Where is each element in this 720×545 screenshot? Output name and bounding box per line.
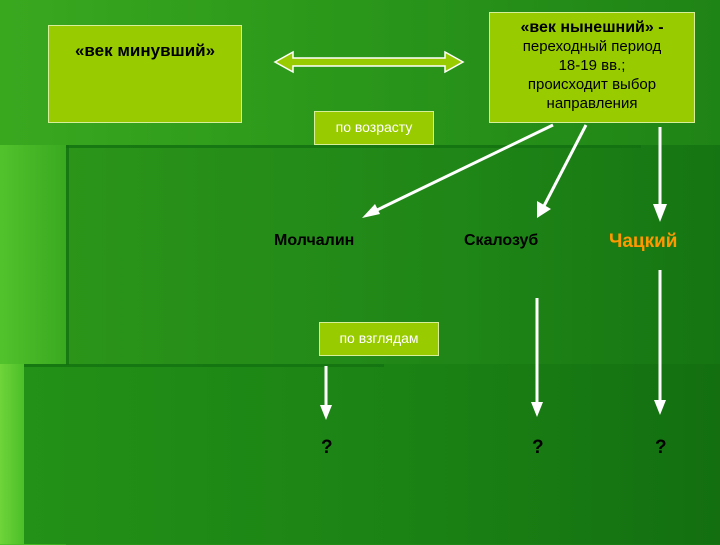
arrow-down-chatsky-icon [654,270,666,415]
by-views-label: по взглядам [319,322,439,356]
present-century-title: «век нынешний» - [520,19,664,36]
past-century-box: «век минувший» [48,25,242,123]
double-arrow-icon [273,50,465,74]
present-century-line-2: 18-19 вв.; [558,57,626,74]
past-century-label: «век минувший» [74,41,216,60]
by-age-label: по возрасту [314,111,434,145]
character-molchalin: Молчалин [274,232,355,249]
unknown-chatsky: ? [655,437,667,458]
present-century-line-1: переходный период [522,38,662,55]
arrow-to-chatsky-icon [653,127,667,222]
arrow-to-molchalin-icon [362,123,554,218]
arrow-down-skalozub-icon [531,298,543,417]
arrow-down-molchalin-icon [320,366,332,420]
background-bottom-panel [24,364,720,544]
divider-line-left [66,145,69,365]
arrow-to-skalozub-icon [537,124,588,218]
character-chatsky: Чацкий [609,231,678,252]
present-century-line-3: происходит выбор [527,76,657,93]
present-century-box: «век нынешний» - переходный период 18-19… [489,12,695,123]
divider-line-top [66,145,641,148]
present-century-line-4: направления [546,95,638,112]
background-left-strip-bottom [0,364,24,544]
unknown-molchalin: ? [321,437,333,458]
character-skalozub: Скалозуб [464,232,539,249]
divider-line-bottom [24,364,384,367]
unknown-skalozub: ? [532,437,544,458]
